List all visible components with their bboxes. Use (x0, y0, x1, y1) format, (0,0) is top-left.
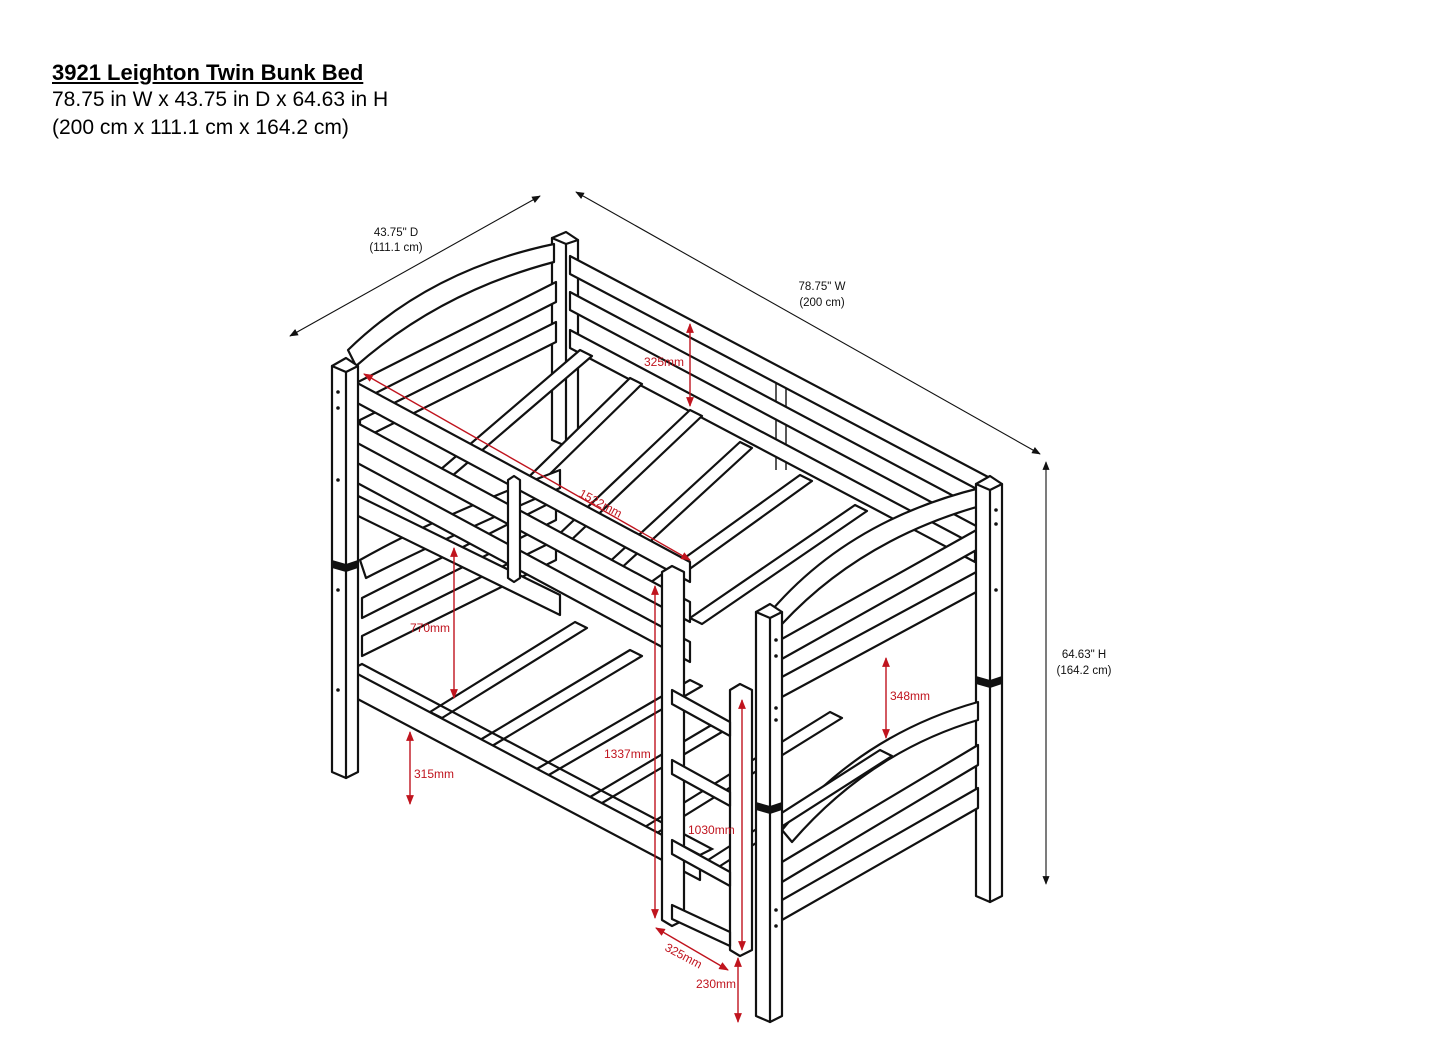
width-cm-label: (200 cm) (799, 297, 845, 309)
overall-dimension-lines (289, 191, 1050, 885)
depth-cm-label: (111.1 cm) (369, 242, 422, 254)
callout-1030: 1030mm (688, 823, 735, 837)
depth-label: 43.75" D (374, 227, 418, 239)
guard-rail-post (506, 474, 522, 584)
callout-1337: 1337mm (604, 747, 651, 761)
height-label: 64.63" H (1062, 649, 1106, 661)
right-back-post (974, 474, 1004, 904)
callout-lines (363, 323, 890, 1023)
callout-230: 230mm (696, 977, 736, 991)
dimensions-metric: (200 cm x 111.1 cm x 164.2 cm) (52, 116, 349, 139)
right-headboard-upper (770, 486, 982, 700)
height-cm-label: (164.2 cm) (1057, 665, 1112, 677)
width-label: 78.75" W (799, 281, 846, 293)
callout-325-ladder: 325mm (663, 940, 705, 971)
callout-770: 770mm (410, 621, 450, 635)
callout-348: 348mm (890, 689, 930, 703)
callout-315: 315mm (414, 767, 454, 781)
front-long-rail-lower (348, 662, 715, 882)
right-front-post (754, 602, 784, 1024)
left-front-post (330, 356, 360, 780)
callout-325-top: 325mm (644, 355, 684, 369)
dimensions-imperial: 78.75 in W x 43.75 in D x 64.63 in H (52, 88, 389, 111)
header: 3921 Leighton Twin Bunk Bed 78.75 in W x… (52, 60, 388, 142)
ladder (660, 564, 754, 958)
product-title: 3921 Leighton Twin Bunk Bed (52, 60, 364, 85)
